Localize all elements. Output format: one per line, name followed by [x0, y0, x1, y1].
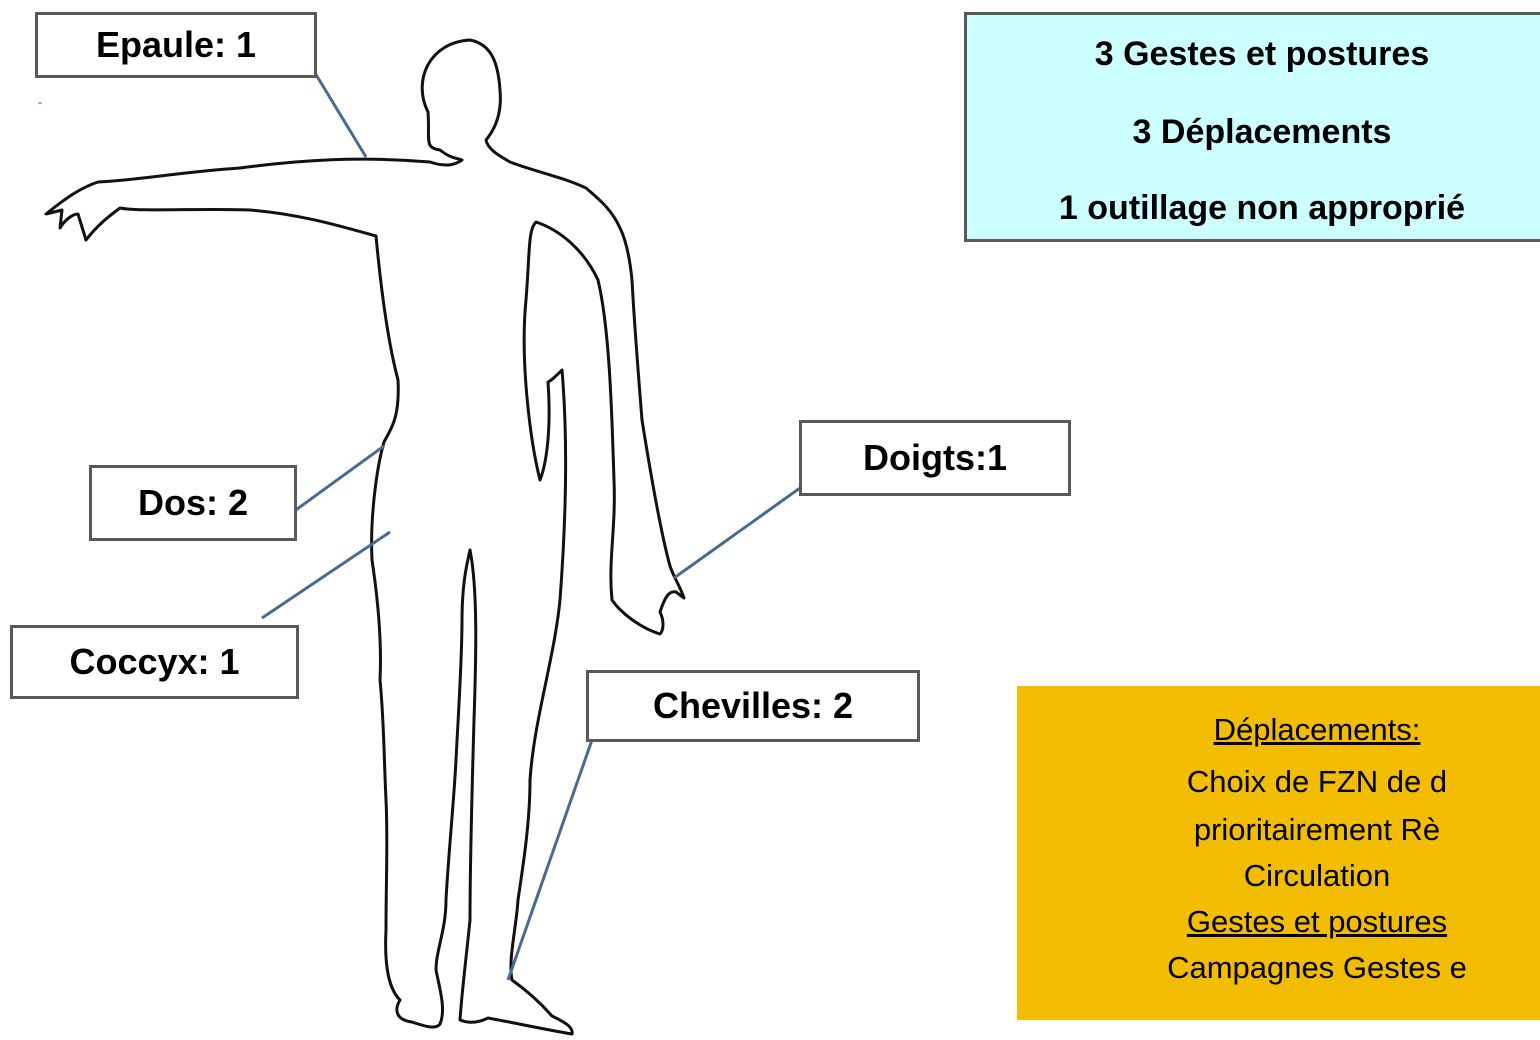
label-epaule-text: Epaule: 1 — [96, 24, 256, 66]
summary-line-outillage: 1 outillage non approprié — [967, 189, 1540, 228]
actions-heading-deplacements: Déplacements: — [1017, 712, 1540, 748]
label-dos-text: Dos: 2 — [138, 482, 248, 524]
actions-heading-gestes: Gestes et postures — [1017, 904, 1540, 940]
label-doigts: Doigts:1 — [799, 420, 1071, 496]
leader-line-epaule — [312, 68, 366, 157]
label-epaule: Epaule: 1 — [35, 12, 317, 78]
label-dos: Dos: 2 — [89, 465, 297, 541]
label-chevilles-text: Chevilles: 2 — [653, 685, 853, 727]
leader-line-coccyx — [262, 532, 390, 618]
actions-line-3: Circulation — [1017, 858, 1540, 894]
label-chevilles: Chevilles: 2 — [586, 670, 920, 742]
label-coccyx: Coccyx: 1 — [10, 625, 299, 699]
actions-box: Déplacements: Choix de FZN de d priorita… — [1017, 686, 1540, 1020]
summary-box: 3 Gestes et postures 3 Déplacements 1 ou… — [964, 12, 1540, 242]
label-doigts-text: Doigts:1 — [863, 437, 1007, 479]
summary-line-deplacements: 3 Déplacements — [967, 113, 1540, 152]
leader-line-dos — [282, 446, 384, 520]
leader-line-doigts — [674, 488, 800, 578]
actions-line-2: prioritairement Rè — [1017, 812, 1540, 848]
stray-mark — [38, 102, 42, 104]
summary-line-gestes: 3 Gestes et postures — [967, 35, 1540, 74]
label-coccyx-text: Coccyx: 1 — [69, 641, 239, 683]
actions-line-4: Campagnes Gestes e — [1017, 950, 1540, 986]
actions-line-1: Choix de FZN de d — [1017, 764, 1540, 800]
